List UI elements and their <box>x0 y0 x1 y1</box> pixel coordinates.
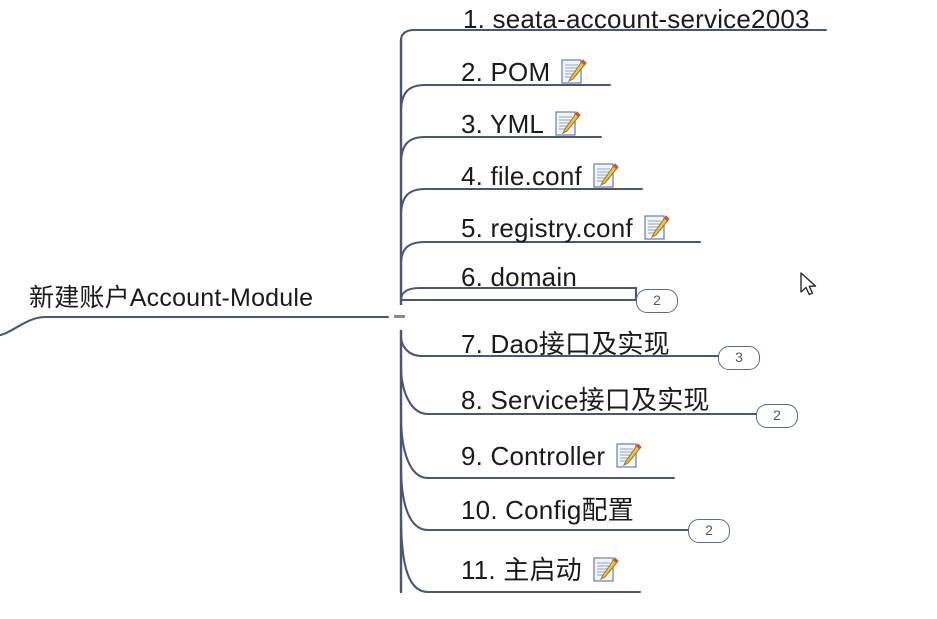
collapse-toggle[interactable] <box>389 305 414 330</box>
branch-label-9: 9. Controller <box>461 441 606 471</box>
branch-connector-3 <box>399 135 603 166</box>
branch-connector-4 <box>399 187 644 218</box>
branch-connector-2 <box>399 83 612 114</box>
branch-label-7[interactable]: 7. Dao接口及实现 <box>461 329 670 359</box>
branch-label-11: 11. 主启动 <box>461 555 582 585</box>
branch-item-5[interactable]: 5. registry.conf <box>461 214 670 241</box>
memo-note-icon[interactable] <box>561 58 588 85</box>
branch-label-8[interactable]: 8. Service接口及实现 <box>461 385 710 415</box>
branch-label-3: 3. YML <box>461 109 545 139</box>
memo-note-icon[interactable] <box>593 162 619 189</box>
branch-item-4[interactable]: 4. file.conf <box>461 162 619 189</box>
branch-item-3[interactable]: 3. YML <box>461 110 581 137</box>
child-count-badge-6[interactable]: 2 <box>636 289 678 313</box>
branch-item-2[interactable]: 2. POM <box>461 57 588 87</box>
child-count-badge-8[interactable]: 2 <box>756 404 798 428</box>
branch-label-4: 4. file.conf <box>461 161 582 191</box>
mouse-pointer-icon <box>800 272 817 296</box>
branch-label-1[interactable]: 1. seata-account-service2003 <box>463 4 810 34</box>
root-node-label[interactable]: 新建账户Account-Module <box>29 284 314 312</box>
memo-note-icon[interactable] <box>644 214 670 241</box>
memo-note-icon[interactable] <box>555 110 581 137</box>
branch-label-2: 2. POM <box>461 57 551 87</box>
root-underline <box>0 315 390 337</box>
branch-label-6[interactable]: 6. domain <box>461 262 577 292</box>
child-count-badge-7[interactable]: 3 <box>718 346 760 370</box>
minus-icon <box>394 315 405 318</box>
branch-item-11[interactable]: 11. 主启动 <box>461 556 619 583</box>
memo-note-icon[interactable] <box>593 556 619 583</box>
child-count-badge-10[interactable]: 2 <box>688 519 730 543</box>
memo-note-icon[interactable] <box>616 442 642 469</box>
branch-label-5: 5. registry.conf <box>461 213 633 243</box>
branch-label-10[interactable]: 10. Config配置 <box>461 495 634 525</box>
branch-item-9[interactable]: 9. Controller <box>461 442 642 469</box>
branch-connector-5 <box>399 240 702 266</box>
